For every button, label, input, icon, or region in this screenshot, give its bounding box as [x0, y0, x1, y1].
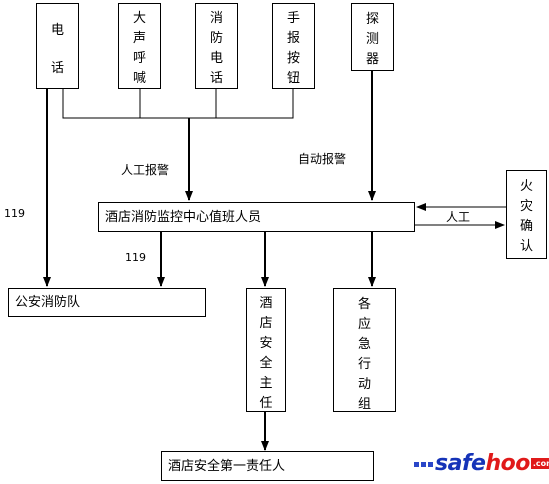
- source-phone: 电话: [36, 3, 79, 89]
- source-fire-phone: 消防电话: [195, 3, 238, 89]
- monitoring-center: 酒店消防监控中心值班人员: [98, 202, 415, 232]
- emergency-teams-label: 各应急行动组: [357, 297, 371, 412]
- watermark-tld: .com: [530, 458, 549, 469]
- label-119-mid: 119: [125, 251, 146, 264]
- watermark-dots: [414, 454, 435, 473]
- source-fire-phone-label: 消防电话: [209, 11, 223, 86]
- fire-confirm-box: 火灾确认: [506, 170, 547, 259]
- emergency-teams-box: 各应急行动组: [333, 288, 396, 412]
- source-loudspeaker-label: 大声呼喊: [132, 11, 146, 86]
- source-loudspeaker: 大声呼喊: [118, 3, 161, 89]
- label-manual: 人工: [446, 210, 471, 224]
- fire-confirm-label: 火灾确认: [519, 179, 533, 254]
- safehoo-watermark: safehoo.com: [414, 451, 549, 477]
- police-fire-brigade-label: 公安消防队: [15, 295, 81, 310]
- safety-manager-label: 酒店安全主任: [259, 296, 273, 411]
- source-detector: 探测器: [351, 3, 394, 71]
- monitoring-center-label: 酒店消防监控中心值班人员: [105, 209, 262, 225]
- safety-manager-box: 酒店安全主任: [246, 288, 286, 412]
- source-manual-alarm-label: 手报按钮: [286, 11, 300, 86]
- first-responsible-box: 酒店安全第一责任人: [161, 451, 374, 481]
- watermark-logo: safehoo: [435, 451, 530, 476]
- first-responsible-label: 酒店安全第一责任人: [168, 458, 286, 474]
- source-manual-alarm: 手报按钮: [272, 3, 315, 89]
- label-119-left: 119: [4, 207, 25, 220]
- label-auto-alarm: 自动报警: [298, 152, 347, 166]
- source-phone-label: 电话: [50, 23, 64, 76]
- police-fire-brigade: 公安消防队: [8, 288, 206, 317]
- label-manual-alarm: 人工报警: [121, 163, 170, 177]
- collector-line: [62, 88, 294, 119]
- source-detector-label: 探测器: [365, 12, 379, 67]
